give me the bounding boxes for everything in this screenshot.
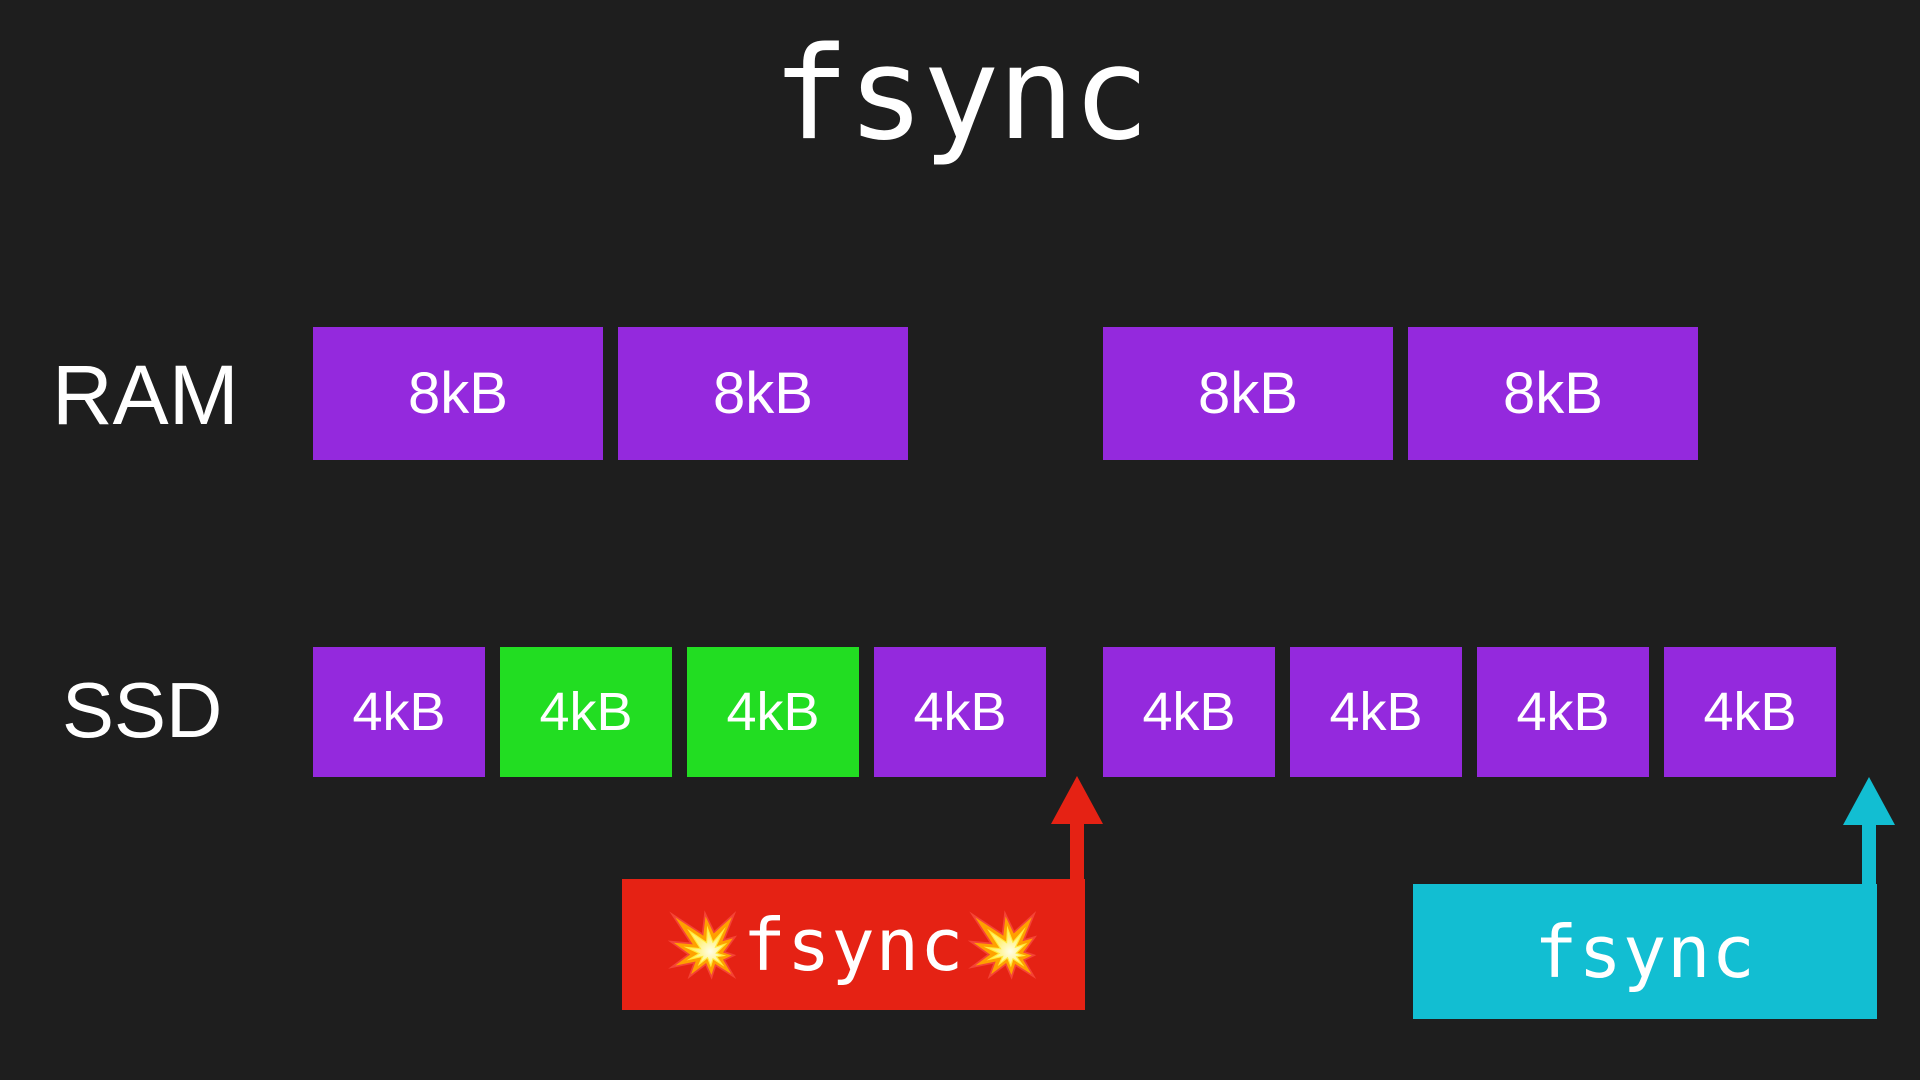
fsync-failed-arrow-head: [1051, 776, 1103, 824]
ram-block: 8kB: [1103, 327, 1393, 460]
ram-block-label: 8kB: [1198, 361, 1298, 426]
fsync-failed-callout: 💥 fsync 💥: [622, 879, 1085, 1010]
ssd-block: 4kB: [1290, 647, 1462, 777]
ram-block: 8kB: [1408, 327, 1698, 460]
row-label-ssd: SSD: [62, 666, 223, 754]
ssd-block-label: 4kB: [539, 682, 633, 742]
fsync-ok-label: fsync: [1534, 909, 1756, 994]
fsync-ok-arrow-stem: [1862, 825, 1876, 890]
ssd-block-dirty: 4kB: [687, 647, 859, 777]
ssd-block-label: 4kB: [1516, 682, 1610, 742]
ssd-block-label: 4kB: [726, 682, 820, 742]
ssd-block: 4kB: [1664, 647, 1836, 777]
ssd-block: 4kB: [1103, 647, 1275, 777]
fsync-ok-arrow-head: [1843, 777, 1895, 825]
fsync-failed-arrow-stem: [1070, 824, 1084, 885]
ssd-block: 4kB: [313, 647, 485, 777]
ram-block-label: 8kB: [713, 361, 813, 426]
ram-block-label: 8kB: [1503, 361, 1603, 426]
ssd-block-label: 4kB: [1329, 682, 1423, 742]
ssd-block-label: 4kB: [913, 682, 1007, 742]
ssd-block-label: 4kB: [352, 682, 446, 742]
ssd-block-dirty: 4kB: [500, 647, 672, 777]
ssd-block-label: 4kB: [1703, 682, 1797, 742]
fsync-ok-callout: fsync: [1413, 884, 1877, 1019]
ssd-block: 4kB: [874, 647, 1046, 777]
fsync-failed-label: fsync: [742, 902, 965, 987]
ram-block: 8kB: [618, 327, 908, 460]
ram-block: 8kB: [313, 327, 603, 460]
row-label-ram: RAM: [52, 348, 239, 442]
ram-block-label: 8kB: [408, 361, 508, 426]
collision-icon: 💥: [964, 907, 1043, 981]
ssd-block-label: 4kB: [1142, 682, 1236, 742]
ssd-block: 4kB: [1477, 647, 1649, 777]
collision-icon: 💥: [664, 907, 743, 981]
page-title: fsync: [772, 20, 1149, 169]
